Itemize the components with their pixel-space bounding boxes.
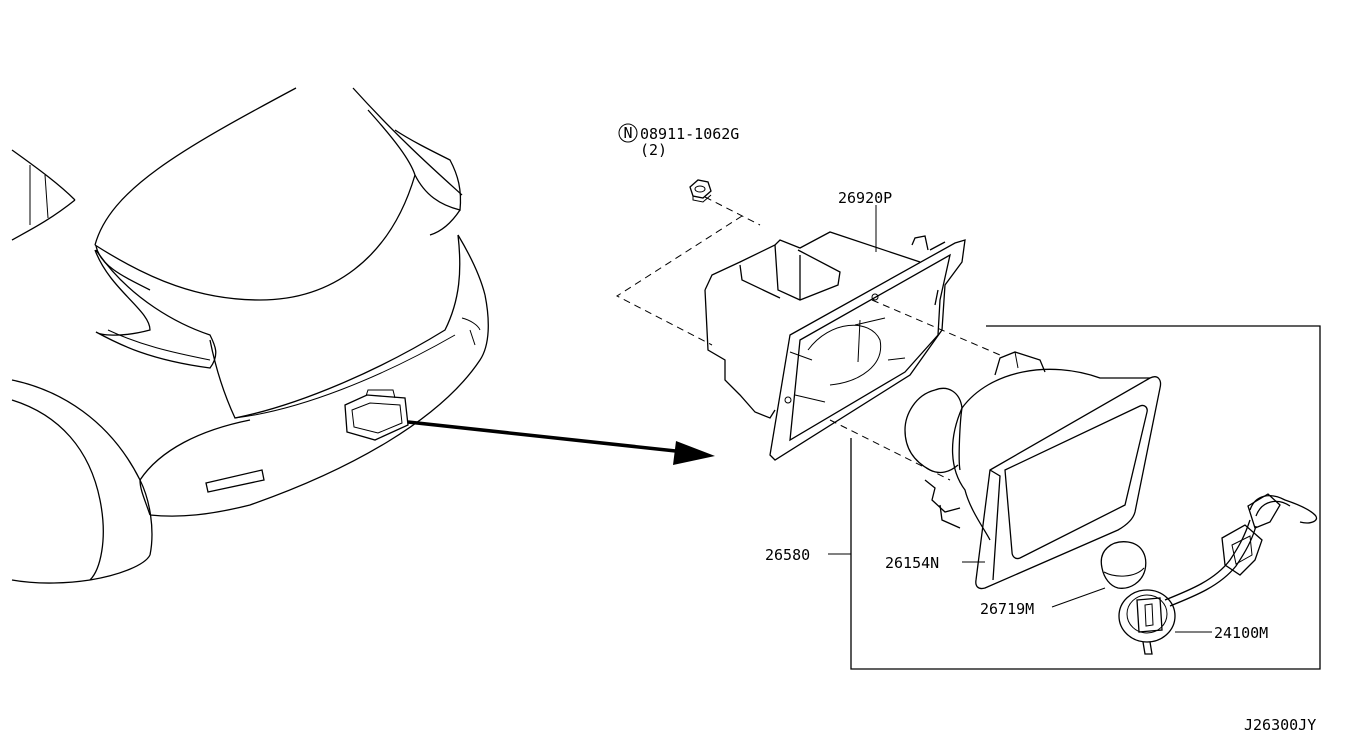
label-bulb: 26719M — [980, 600, 1034, 618]
fog-lamp-drawing — [904, 351, 1162, 590]
label-bracket: 26920P — [838, 189, 892, 207]
nut-symbol-circle: N — [618, 123, 638, 143]
bracket-drawing — [704, 231, 966, 461]
harness-drawing — [1118, 493, 1318, 655]
label-harness: 24100M — [1214, 624, 1268, 642]
nut-symbol-text: N — [623, 124, 632, 142]
label-nut-qty: (2) — [640, 141, 667, 159]
assembly-box — [828, 325, 1321, 670]
bulb-drawing — [1100, 541, 1147, 589]
dashed-leader-lines — [615, 196, 1001, 481]
vehicle-rear-drawing — [11, 87, 489, 584]
leader-lines — [875, 205, 1212, 633]
label-nut-part: 08911-1062G — [640, 125, 739, 143]
pointer-arrow — [407, 420, 715, 465]
label-lens: 26154N — [885, 554, 939, 572]
figure-code: J26300JY — [1244, 716, 1316, 734]
label-assembly: 26580 — [765, 546, 810, 564]
